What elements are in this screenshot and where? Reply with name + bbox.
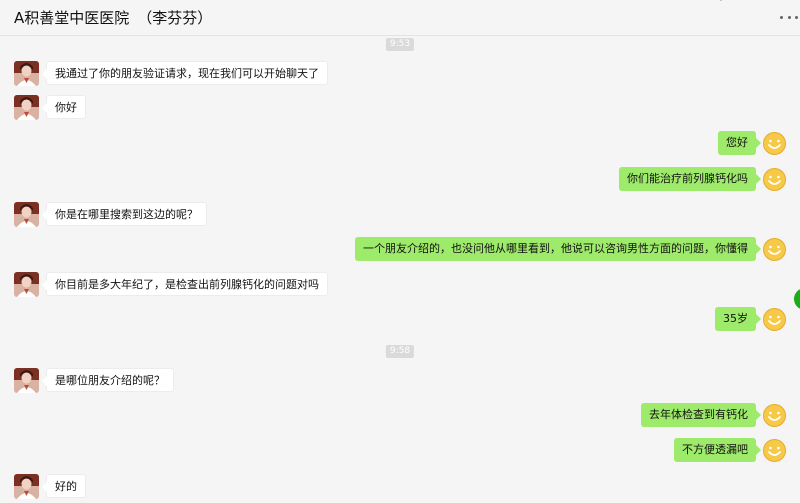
contact-avatar[interactable] — [14, 95, 39, 120]
timestamp: 9:53 — [385, 38, 415, 51]
chat-title-name: A积善堂中医医院 — [14, 9, 130, 27]
contact-avatar[interactable] — [14, 474, 39, 499]
contact-avatar[interactable] — [14, 61, 39, 86]
outgoing-message-bubble[interactable]: 35岁 — [715, 307, 761, 331]
more-dots-icon[interactable] — [780, 9, 798, 25]
outgoing-message-bubble[interactable]: 您好 — [718, 131, 761, 155]
outgoing-message-bubble[interactable]: 不方便透漏吧 — [674, 438, 761, 462]
self-avatar[interactable] — [762, 131, 787, 156]
self-avatar[interactable] — [762, 438, 787, 463]
contact-avatar[interactable] — [14, 272, 39, 297]
contact-avatar[interactable] — [14, 202, 39, 227]
chat-title-subtitle: （李芬芬） — [137, 9, 213, 27]
incoming-message-bubble[interactable]: 我通过了你的朋友验证请求，现在我们可以开始聊天了 — [42, 61, 328, 85]
chat-title: A积善堂中医医院 （李芬芬） — [14, 7, 212, 28]
self-avatar[interactable] — [762, 403, 787, 428]
incoming-message-bubble[interactable]: 好的 — [42, 474, 86, 498]
self-avatar[interactable] — [762, 237, 787, 262]
pin-icon[interactable] — [715, 0, 727, 4]
outgoing-message-bubble[interactable]: 你们能治疗前列腺钙化吗 — [619, 167, 761, 191]
timestamp: 9:58 — [385, 345, 415, 358]
incoming-message-bubble[interactable]: 你好 — [42, 95, 86, 119]
contact-avatar[interactable] — [14, 368, 39, 393]
incoming-message-bubble[interactable]: 是哪位朋友介绍的呢？ — [42, 368, 174, 392]
outgoing-message-bubble[interactable]: 一个朋友介绍的，也没问他从哪里看到，他说可以咨询男性方面的问题，你懂得 — [355, 237, 761, 261]
chat-header: A积善堂中医医院 （李芬芬） — [0, 0, 800, 36]
incoming-message-bubble[interactable]: 你目前是多大年纪了，是检查出前列腺钙化的问题对吗 — [42, 272, 328, 296]
outgoing-message-bubble[interactable]: 去年体检查到有钙化 — [641, 403, 761, 427]
incoming-message-bubble[interactable]: 你是在哪里搜索到这边的呢？ — [42, 202, 207, 226]
self-avatar[interactable] — [762, 307, 787, 332]
floating-side-button[interactable] — [794, 288, 800, 310]
self-avatar[interactable] — [762, 167, 787, 192]
